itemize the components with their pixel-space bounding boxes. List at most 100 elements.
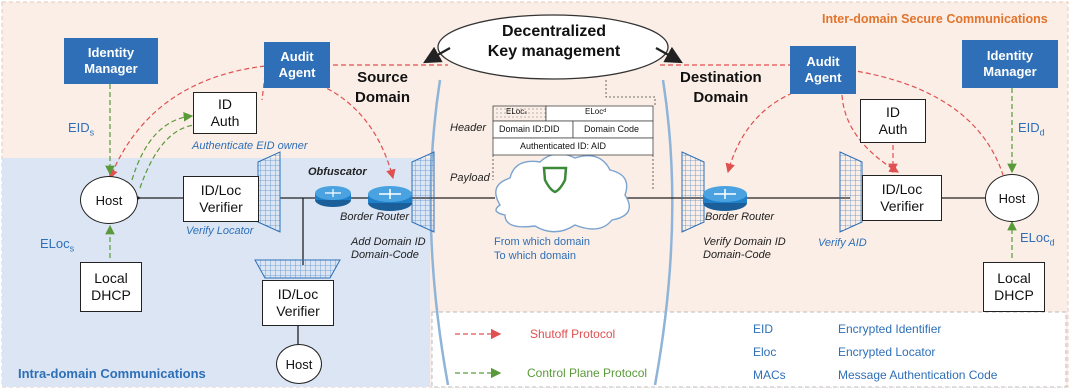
dest-idauth-line1: ID <box>886 104 900 120</box>
dest-audit-line1: Audit <box>806 54 840 69</box>
to-domain-note: To which domain <box>494 250 576 262</box>
lower-verifier-line2: Verifier <box>276 303 320 319</box>
eloc-d-main: ELoc <box>1020 230 1050 245</box>
packet-aid-cell <box>492 137 654 156</box>
internet-cloud <box>495 153 630 233</box>
dest-idauth-line2: Auth <box>878 121 908 137</box>
control-host-to-idauth <box>131 112 194 181</box>
eid-d-main: EID <box>1018 120 1040 135</box>
source-audit-line2: Agent <box>278 65 316 80</box>
legend-abbr-key-eloc: Eloc <box>753 345 777 359</box>
key-arrow-left <box>423 46 451 64</box>
key-management-label: Decentralized Key management <box>480 22 628 62</box>
dest-dhcp-line1: Local <box>997 270 1031 286</box>
dest-border-router-icon <box>703 186 747 211</box>
source-idauth-line1: ID <box>218 96 232 112</box>
eloc-d-label: ELocd <box>1020 230 1055 248</box>
shutoff-dest-audit-to-host <box>840 63 1004 176</box>
add-domain-code-note: Domain-Code <box>351 249 419 261</box>
source-domain-line1: Source <box>357 69 408 86</box>
source-verifier-line2: Verifier <box>199 199 243 215</box>
authenticate-note: Authenticate EID owner <box>192 140 308 152</box>
packet-domain-code-text: Domain Code <box>584 124 640 134</box>
packet-payload-label: Payload <box>450 172 490 184</box>
dest-idmgr-line2: Manager <box>983 64 1037 79</box>
source-idauth-line2: Auth <box>210 113 240 129</box>
shield-icon <box>542 166 568 194</box>
key-arrow-right <box>655 46 683 64</box>
eloc-s-label: ELocs <box>40 236 74 254</box>
legend-control-label: Control Plane Protocol <box>527 366 648 380</box>
eid-d-label: EIDd <box>1018 120 1045 138</box>
dest-idmgr-line1: Identity <box>986 48 1034 63</box>
key-management-line2: Key management <box>487 43 621 60</box>
dest-host: Host <box>985 174 1039 222</box>
lower-verifier-line1: ID/Loc <box>277 286 319 302</box>
source-host: Host <box>80 176 138 224</box>
source-border-router-icon <box>368 186 412 211</box>
source-audit-line1: Audit <box>280 49 314 64</box>
add-domain-id-note: Add Domain ID <box>351 236 426 248</box>
source-idmgr-line1: Identity <box>87 45 135 60</box>
shutoff-dest-audit-to-router <box>725 89 801 174</box>
key-management-line1: Decentralized <box>501 23 607 40</box>
eloc-s-main: ELoc <box>40 236 70 251</box>
dest-domain-line2: Domain <box>693 89 749 106</box>
firewall-lower-verifier <box>254 259 341 279</box>
shutoff-dest-audit-to-verifier <box>841 94 900 173</box>
control-host-to-idauth-2 <box>139 124 195 189</box>
source-domain-label: Source Domain <box>355 68 410 108</box>
eid-d-sub: d <box>1039 127 1045 138</box>
source-dhcp-line2: DHCP <box>91 287 131 303</box>
dest-dhcp-line2: DHCP <box>994 287 1034 303</box>
source-idmgr-line2: Manager <box>84 61 138 76</box>
firewall-dest-border <box>681 151 705 233</box>
verify-locator-note: Verify Locator <box>186 225 254 237</box>
shutoff-audit-to-router <box>319 84 396 180</box>
packet-header-label: Header <box>450 122 487 134</box>
obfuscator-router-icon <box>315 186 351 207</box>
packet-key-link <box>605 80 656 106</box>
lower-host: Host <box>276 344 322 384</box>
packet-payload-line <box>492 155 654 190</box>
legend-shutoff-label: Shutoff Protocol <box>530 327 616 341</box>
intra-domain-title: Intra-domain Communications <box>18 366 206 381</box>
inter-domain-title: Inter-domain Secure Communications <box>822 12 1048 26</box>
firewall-source-border <box>411 151 435 233</box>
source-verifier-line1: ID/Loc <box>200 182 242 198</box>
source-domain-line2: Domain <box>355 89 411 106</box>
source-border-router-label: Border Router <box>340 211 410 223</box>
legend-abbr-key-eid: EID <box>753 322 774 336</box>
packet-eloc-d-text: ELocᵈ <box>585 107 607 116</box>
legend-abbr-key-macs: MACs <box>753 368 786 382</box>
eloc-d-sub: d <box>1049 237 1055 248</box>
shutoff-audit-to-host <box>108 65 266 180</box>
packet-aid-text: Authenticated ID: AID <box>520 141 607 151</box>
dest-verifier-line1: ID/Loc <box>881 181 923 197</box>
dest-domain-label: Destination Domain <box>680 68 762 108</box>
eid-s-label: EIDs <box>68 120 94 138</box>
legend-abbr-val-macs: Message Authentication Code <box>838 368 998 382</box>
source-dhcp-line1: Local <box>94 270 128 286</box>
dest-audit-line2: Agent <box>804 70 842 85</box>
legend-abbr-val-eid: Encrypted Identifier <box>838 322 942 336</box>
obfuscator-label: Obfuscator <box>308 166 367 178</box>
packet-eloc-s-text: ELocₛ <box>506 107 528 116</box>
verify-domain-code-note: Domain-Code <box>703 249 771 261</box>
from-domain-note: From which domain <box>494 236 590 248</box>
dest-domain-boundary <box>653 79 674 386</box>
legend-abbr-val-eloc: Encrypted Locator <box>838 345 936 359</box>
eloc-s-sub: s <box>69 243 75 254</box>
dest-domain-line1: Destination <box>680 69 762 86</box>
